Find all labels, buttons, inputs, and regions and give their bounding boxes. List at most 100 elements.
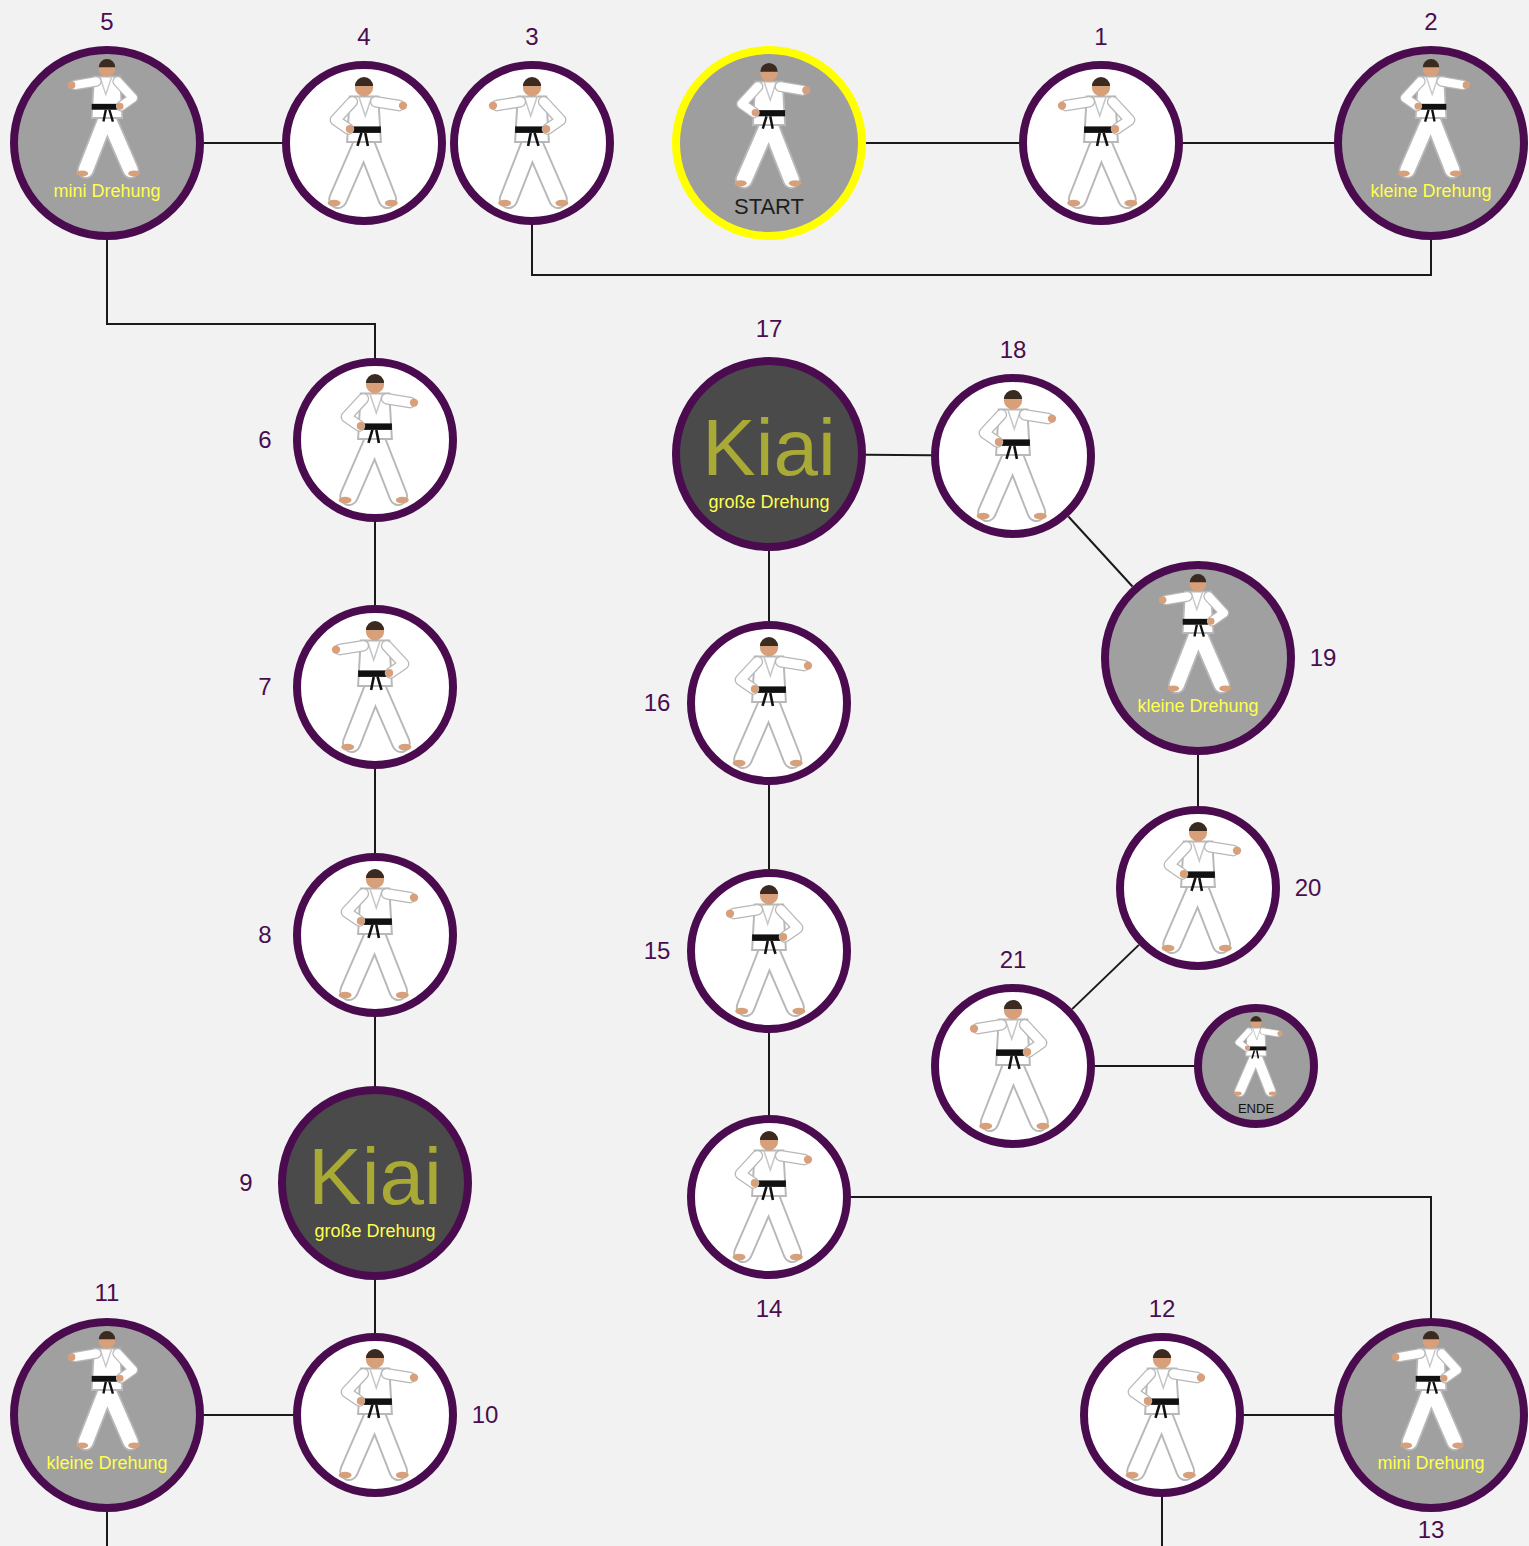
karateka-figure xyxy=(1398,59,1470,176)
node-shape xyxy=(1080,1333,1244,1497)
connector-line xyxy=(1095,1065,1194,1067)
karateka-figure xyxy=(734,63,810,186)
text-holder: 17 xyxy=(756,315,783,343)
text-holder: kleine Drehung xyxy=(1370,181,1491,202)
step-number: 16 xyxy=(644,689,671,717)
text-holder: 15 xyxy=(644,937,671,965)
figure-part xyxy=(1124,200,1137,207)
node-outline xyxy=(935,988,1091,1144)
figure-part xyxy=(369,430,379,443)
connector-line xyxy=(1183,142,1334,144)
figure-part xyxy=(410,398,418,406)
turn-move-node: 19kleine Drehung xyxy=(1101,561,1295,755)
figure-part xyxy=(734,910,798,937)
move-node: 14 xyxy=(687,1115,851,1279)
figure-part xyxy=(1238,1031,1277,1048)
figure-part xyxy=(1191,592,1203,610)
node-outline xyxy=(454,65,610,221)
figure-part xyxy=(1177,631,1222,685)
text-holder: 16 xyxy=(644,689,671,717)
figure-part xyxy=(1177,631,1222,685)
figure-part xyxy=(86,1388,131,1442)
figure-part xyxy=(746,947,795,1007)
figure-part xyxy=(1207,618,1214,625)
figure-part xyxy=(735,1008,748,1015)
figure-part xyxy=(76,1443,88,1449)
karateka-figure xyxy=(1058,77,1138,206)
figure-part xyxy=(355,77,373,86)
figure-part xyxy=(410,893,418,901)
figure-part xyxy=(790,760,803,767)
text-holder: 13 xyxy=(1418,1516,1445,1544)
turn-label: mini Drehung xyxy=(1377,1453,1484,1474)
figure-part xyxy=(497,102,561,129)
figure-part xyxy=(116,103,123,110)
connector-line xyxy=(374,1017,376,1086)
figure-part xyxy=(352,683,401,743)
figure-part xyxy=(978,1025,1042,1052)
figure-part xyxy=(1023,1048,1031,1056)
figure-part xyxy=(385,669,393,677)
figure-part xyxy=(349,436,398,496)
connector-line xyxy=(107,1497,1162,1546)
karateka-figure xyxy=(733,1131,813,1260)
figure-part xyxy=(100,1349,112,1367)
node-outline xyxy=(691,873,847,1029)
figure-part xyxy=(1153,1349,1171,1358)
step-number: 10 xyxy=(472,1401,499,1429)
step-number: 5 xyxy=(100,8,113,36)
step-number: 9 xyxy=(239,1169,252,1197)
karateka-figure xyxy=(1159,574,1231,691)
figure-part xyxy=(987,452,1036,512)
turn-label: große Drehung xyxy=(708,492,829,513)
figure-part xyxy=(76,171,88,177)
karateka-figure xyxy=(726,885,806,1014)
node-outline xyxy=(14,50,200,236)
move-node: 20 xyxy=(1116,806,1280,970)
text-holder: 7 xyxy=(258,673,271,701)
figure-part xyxy=(335,102,399,129)
connector-line xyxy=(768,1033,770,1115)
figure-part xyxy=(410,1373,418,1381)
figure-part xyxy=(1405,81,1463,106)
karateka-figure xyxy=(339,374,419,503)
figure-part xyxy=(1166,596,1224,621)
figure-part xyxy=(804,661,812,669)
figure-part xyxy=(1159,596,1167,604)
karateka-figure xyxy=(339,1349,419,1478)
figure-part xyxy=(1078,139,1127,199)
figure-part xyxy=(349,931,398,991)
connector-line xyxy=(866,454,931,457)
figure-part xyxy=(338,139,387,199)
figure-part xyxy=(1234,1092,1242,1096)
figure-part xyxy=(726,909,734,917)
figure-part xyxy=(743,699,792,759)
figure-part xyxy=(977,513,990,520)
figure-part xyxy=(733,1254,746,1261)
node-shape xyxy=(931,984,1095,1148)
text-holder: 20 xyxy=(1295,874,1322,902)
figure-part xyxy=(352,683,401,743)
figure-part xyxy=(734,910,798,937)
figure-part xyxy=(984,415,1048,442)
node-shape xyxy=(293,358,457,522)
text-holder: Kiai xyxy=(308,1137,441,1217)
figure-part xyxy=(740,1156,804,1183)
move-node: 3 xyxy=(450,61,614,225)
figure-part xyxy=(995,438,1003,446)
step-number: 15 xyxy=(644,937,671,965)
figure-part xyxy=(751,1179,759,1187)
figure-part xyxy=(970,1024,978,1032)
figure-part xyxy=(366,621,384,630)
start-node: START xyxy=(672,46,866,240)
karateka-figure xyxy=(1162,822,1242,951)
text-holder: 11 xyxy=(95,1279,120,1307)
step-number: 20 xyxy=(1295,874,1322,902)
figure-part xyxy=(987,452,1036,512)
figure-part xyxy=(1463,81,1471,89)
figure-part xyxy=(498,200,511,207)
step-number: 1 xyxy=(1094,23,1107,51)
figure-part xyxy=(332,645,340,653)
figure-part xyxy=(1136,1411,1185,1471)
